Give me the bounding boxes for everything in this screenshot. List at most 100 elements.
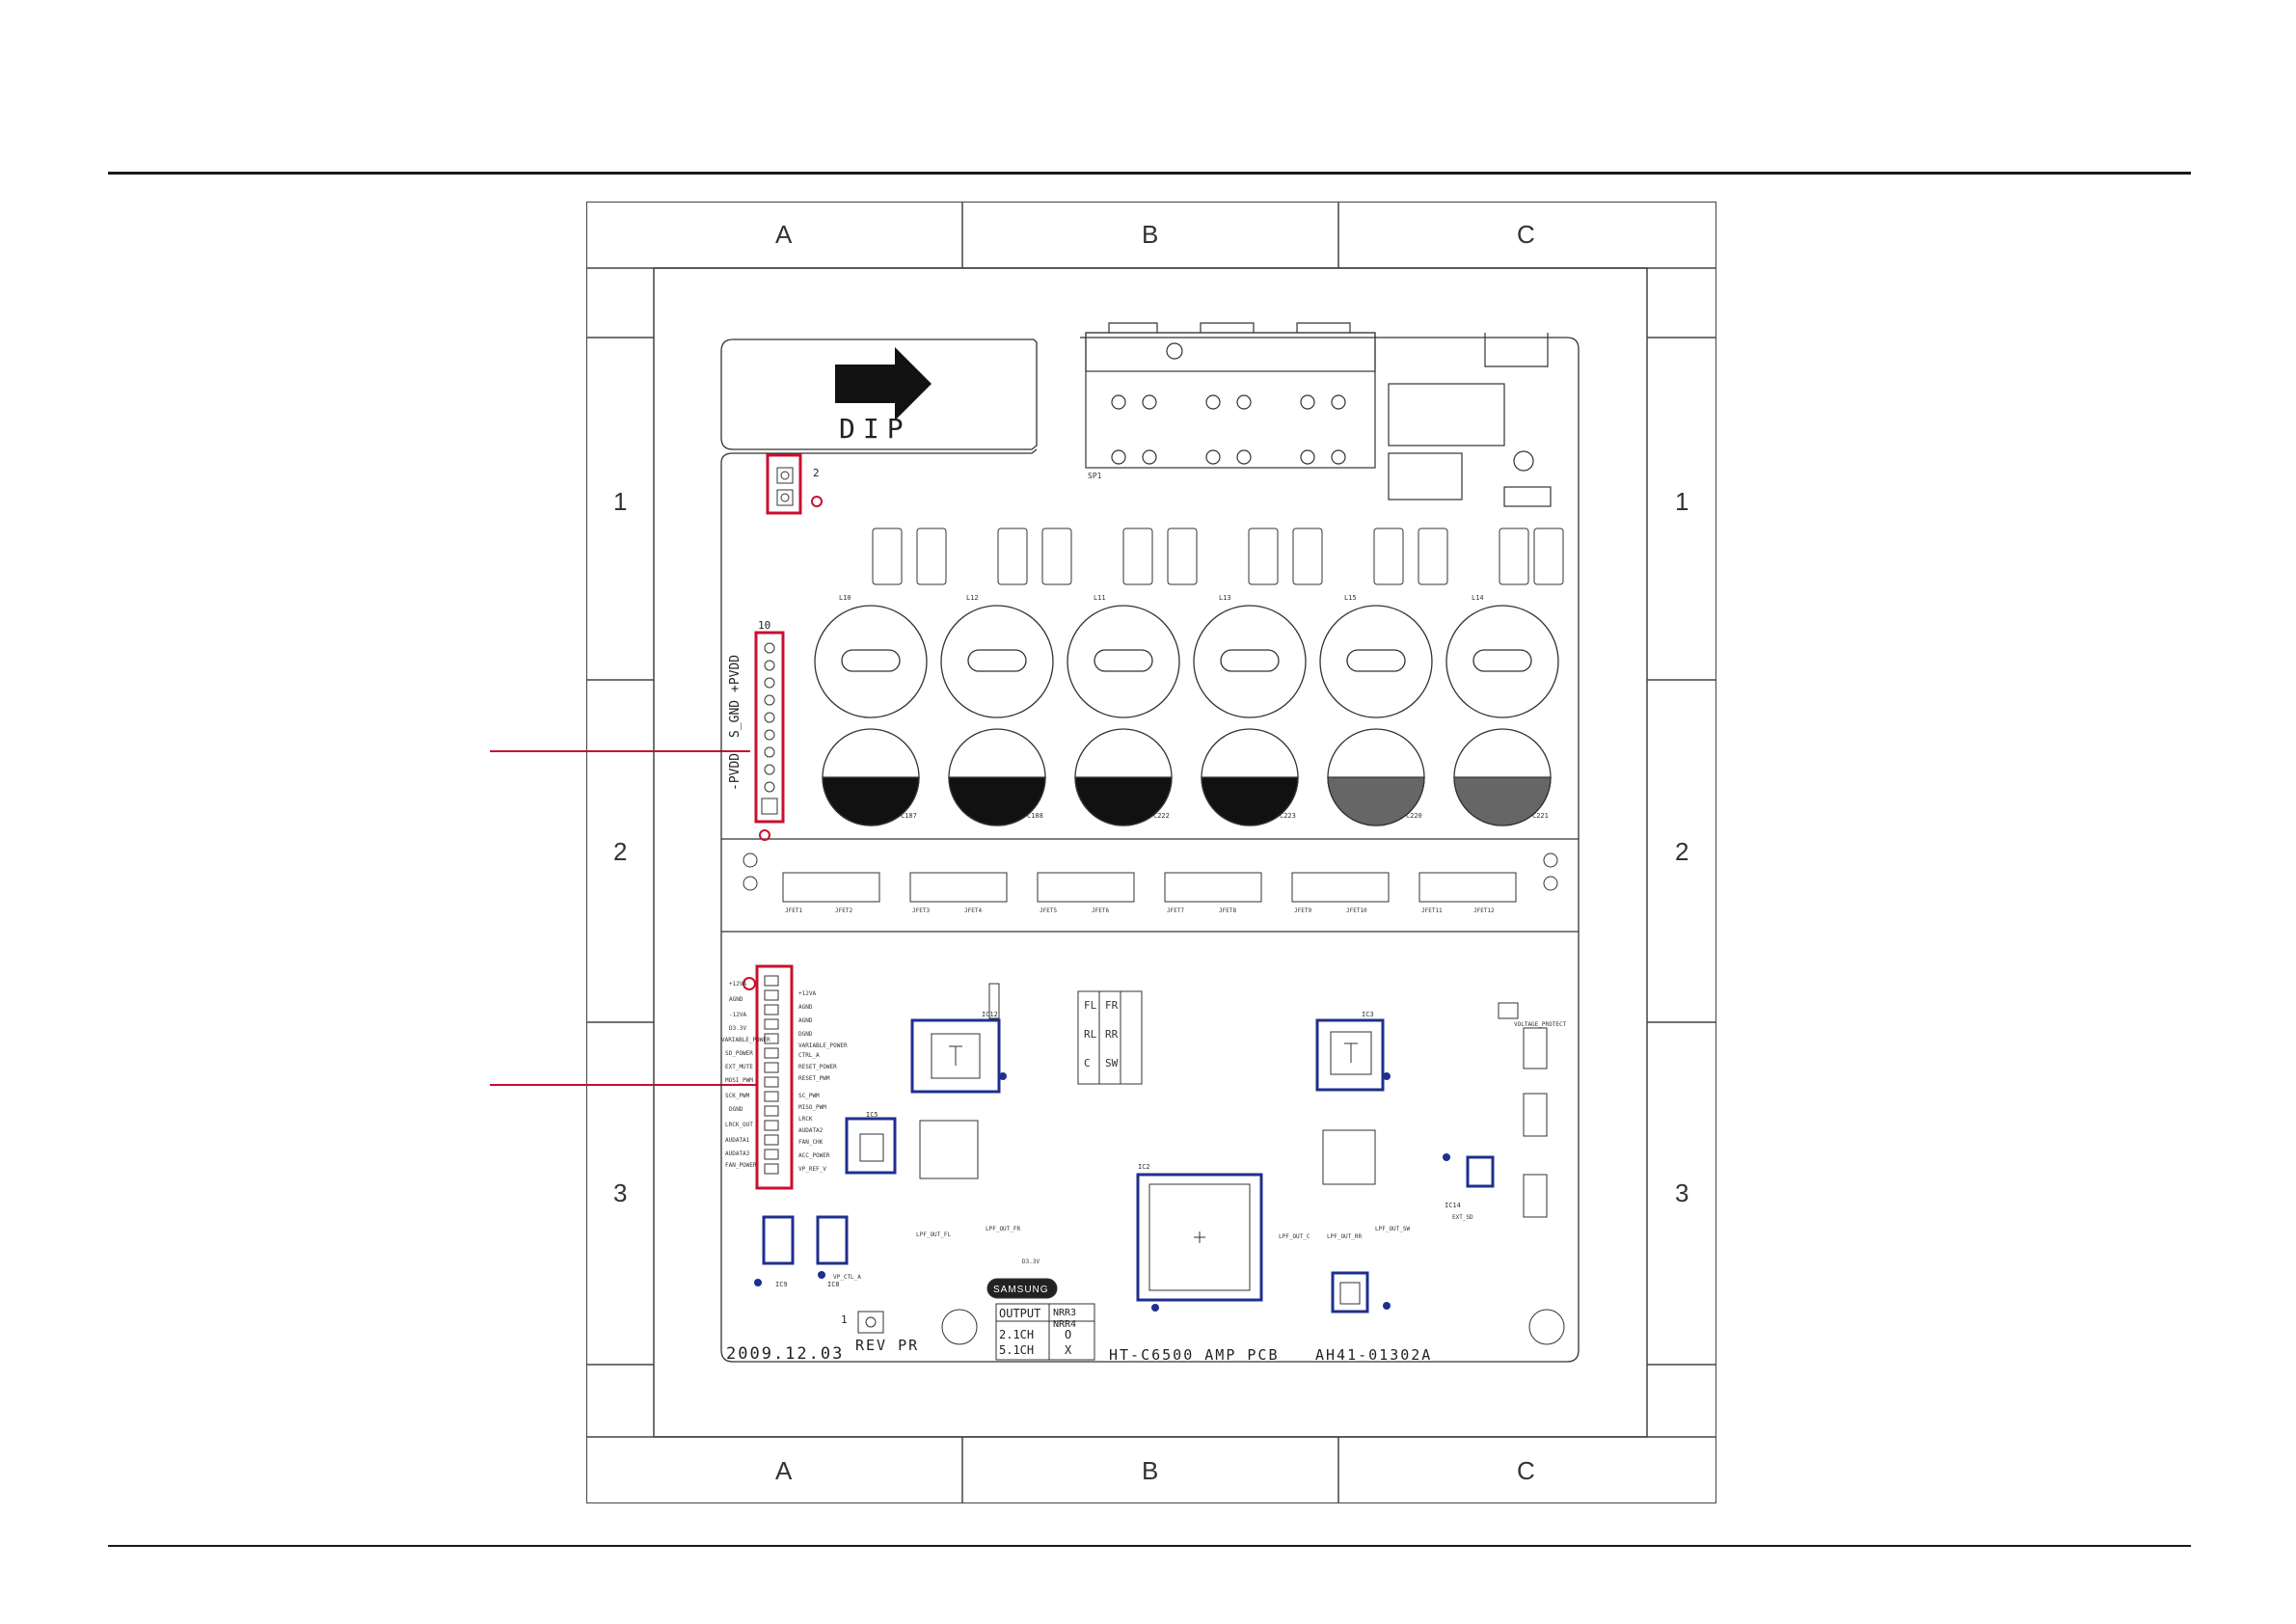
callout-line-power-connector — [490, 750, 750, 752]
board-outline — [720, 337, 1580, 1363]
sp1-label: SP1 — [1088, 472, 1102, 480]
d33v-label: D3.3V — [1022, 1259, 1040, 1265]
power-label-plus: +PVDD — [728, 655, 743, 692]
blue-ics — [762, 1018, 1495, 1313]
signal-label-left: AGND — [729, 996, 743, 1003]
fet-label: JFET7 — [1167, 907, 1184, 914]
ic2-label: IC2 — [1138, 1163, 1150, 1171]
lpf-label: LPF_OUT_FR — [986, 1226, 1021, 1232]
col-label-b-bottom: B — [1142, 1456, 1159, 1485]
row-label-2-left: 2 — [613, 837, 628, 866]
fet-label: JFET2 — [835, 907, 852, 914]
row-label-1-right: 1 — [1675, 487, 1689, 516]
ic14-label: IC14 — [1445, 1202, 1461, 1209]
out-label-c: C — [1084, 1057, 1091, 1069]
fet-label: JFET12 — [1473, 907, 1495, 914]
top-rule — [108, 172, 2191, 175]
fet-label: JFET4 — [964, 907, 982, 914]
ic5-label: IC5 — [866, 1111, 878, 1119]
col-label-a-bottom: A — [775, 1456, 793, 1485]
cap-label: C222 — [1153, 812, 1170, 820]
rev-label: REV PR — [855, 1337, 919, 1354]
signal-label-right: RESET_PWM — [798, 1075, 830, 1082]
fet-label: JFET8 — [1219, 907, 1236, 914]
inductor-label: L10 — [839, 594, 851, 602]
col-label-c-bottom: C — [1517, 1456, 1535, 1485]
speaker-terminal-block — [1085, 322, 1376, 469]
inductor-label: L15 — [1344, 594, 1357, 602]
signal-label-left: SCK_PWM — [725, 1093, 750, 1099]
fet-label: JFET11 — [1421, 907, 1443, 914]
ic8-label: IC8 — [827, 1281, 840, 1288]
output-row2-left: 5.1CH — [999, 1343, 1034, 1357]
top-right-connector — [1388, 333, 1552, 507]
output-header-right-1: NRR3 — [1053, 1308, 1076, 1318]
lpf-label: LPF_OUT_RR — [1327, 1233, 1363, 1240]
bottom-rule — [108, 1545, 2191, 1547]
red-highlights — [754, 453, 802, 1190]
power-pin-number: 10 — [758, 619, 770, 632]
row-label-1-left: 1 — [613, 487, 628, 516]
vp-ctl-label: VP_CTL_A — [833, 1274, 861, 1281]
signal-label-right: CTRL_A — [798, 1052, 820, 1059]
signal-label-right: SC_PWM — [798, 1093, 820, 1099]
col-label-b-top: B — [1142, 220, 1159, 249]
signal-label-left: FAN_POWER — [725, 1162, 757, 1169]
callout-line-signal-connector — [490, 1084, 758, 1086]
dip-arrow — [835, 347, 932, 420]
signal-label-left: -12VA — [729, 1012, 746, 1018]
signal-label-right: LRCK — [798, 1116, 813, 1123]
signal-label-right: VP_REF_V — [798, 1166, 826, 1173]
signal-label-left: AUDATA3 — [725, 1150, 750, 1157]
output-row1-left: 2.1CH — [999, 1328, 1034, 1341]
top-passives — [872, 528, 1564, 585]
cap-label: C188 — [1027, 812, 1043, 820]
fet-label: JFET3 — [912, 907, 930, 914]
dip-label: DIP — [839, 413, 911, 445]
output-header: OUTPUT — [999, 1307, 1040, 1320]
voltage-protect-label: VOLTAGE_PROTECT — [1514, 1021, 1567, 1028]
inductor-label: L12 — [966, 594, 979, 602]
ic12-label: IC12 — [982, 1011, 998, 1018]
out-label-rl: RL — [1084, 1028, 1097, 1041]
grid-frame — [586, 202, 1716, 1503]
fet-label: JFET5 — [1040, 907, 1057, 914]
board-name: HT-C6500 AMP PCB — [1109, 1346, 1280, 1364]
ext-sd-label: EXT_SD — [1452, 1214, 1473, 1221]
signal-label-left: +12VA — [729, 981, 746, 988]
date-code: 2009.12.03 — [726, 1344, 844, 1364]
lpf-label: LPF_OUT_FL — [916, 1232, 952, 1238]
part-number: AH41-01302A — [1315, 1346, 1432, 1364]
inductor-label: L14 — [1472, 594, 1484, 602]
signal-label-left: VARIABLE_POWER — [721, 1037, 770, 1043]
cap-label: C221 — [1532, 812, 1549, 820]
output-row1-right: O — [1065, 1328, 1071, 1341]
signal-label-left: LRCK_OUT — [725, 1122, 753, 1128]
signal-pins — [764, 975, 779, 1175]
output-row2-right: X — [1065, 1343, 1072, 1357]
signal-label-left: D3.3V — [729, 1025, 746, 1032]
col-label-a-top: A — [775, 220, 793, 249]
inductor-row — [814, 605, 1559, 718]
ic9-label: IC9 — [775, 1281, 788, 1288]
cap-label: C220 — [1406, 812, 1422, 820]
signal-label-left: AUDATA1 — [725, 1137, 750, 1144]
signal-label-right: AUDATA2 — [798, 1127, 824, 1134]
row-label-3-right: 3 — [1675, 1178, 1689, 1207]
signal-label-right: MISO_PWM — [798, 1104, 826, 1111]
rev-pin-number: 1 — [841, 1313, 848, 1326]
out-label-rr: RR — [1105, 1028, 1119, 1041]
fet-label: JFET6 — [1092, 907, 1109, 914]
lower-components — [857, 983, 1565, 1361]
capacitor-row — [822, 728, 1552, 826]
signal-label-right: +12VA — [798, 990, 816, 997]
signal-label-left: SD_POWER — [725, 1050, 753, 1057]
signal-label-left: EXT_MUTE — [725, 1064, 753, 1070]
lpf-label: LPF_OUT_SW — [1375, 1226, 1411, 1232]
out-label-sw: SW — [1105, 1057, 1119, 1069]
col-label-c-top: C — [1517, 220, 1535, 249]
fet-label: JFET1 — [785, 907, 802, 914]
signal-label-right: AGND — [798, 1004, 813, 1011]
fet-row — [743, 853, 1558, 903]
